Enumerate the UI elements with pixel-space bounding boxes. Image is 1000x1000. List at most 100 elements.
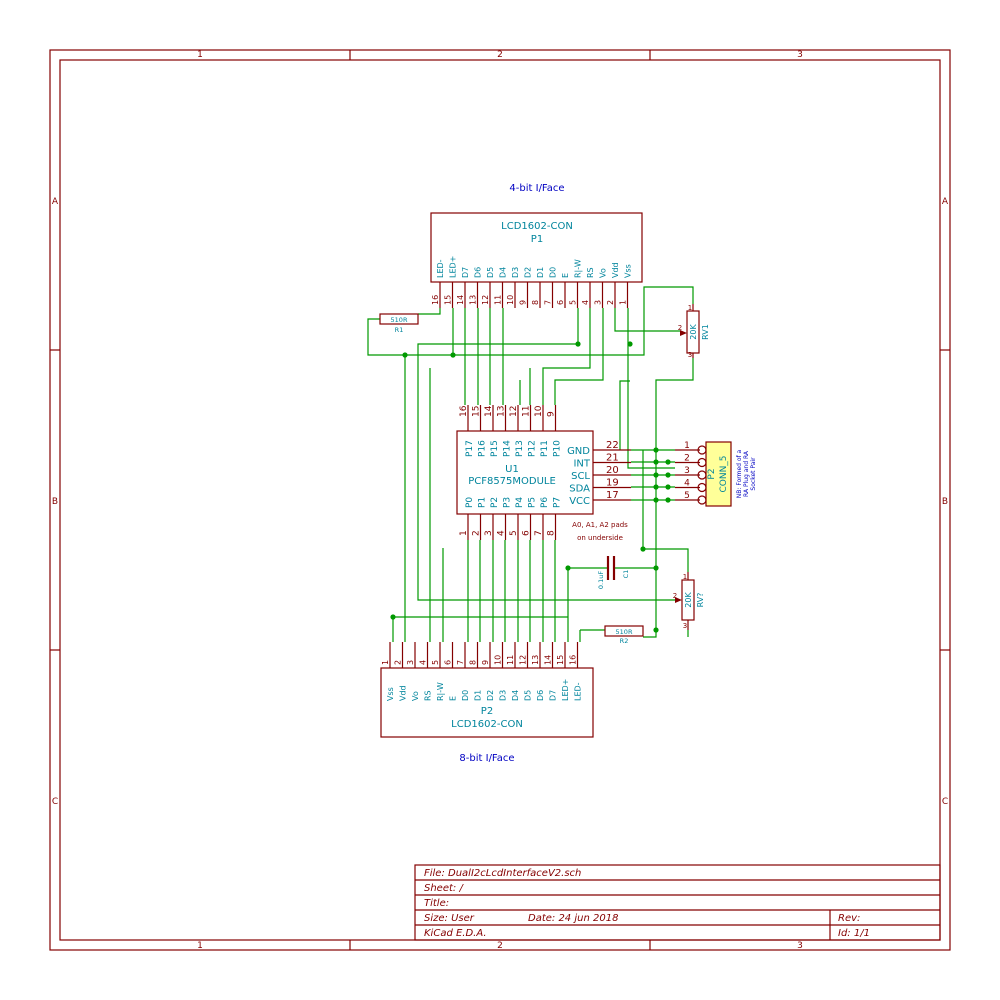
c1-value: 0.1uF [597,571,605,589]
zone-col-bottom-3: 3 [797,941,803,951]
junction-dot [653,627,659,633]
u1-bottom-pin-number: 1 [459,530,469,536]
wire [627,308,675,469]
zone-row-left-b: B [52,497,58,507]
wire [619,380,630,450]
zone-row-right-b: B [942,497,948,507]
potentiometer-rv2: 20K RV? 1 2 3 [673,572,705,630]
u1-right-pin-number: 21 [606,453,619,464]
heading-4bit: 4-bit I/Face [509,183,564,194]
p1-pin-name: D3 [511,267,520,278]
u1-value: PCF8575MODULE [468,476,556,487]
p1-pin-name: Vo [599,268,608,278]
u1-top-pin-number: 10 [534,405,544,417]
p1-pin-name: R|-W [574,259,583,278]
zone-row-right-c: C [942,797,948,807]
u1-bottom-pin-number: 8 [547,530,557,536]
junction-dot [665,459,671,465]
p1-pin-name: D0 [549,267,558,278]
conn5-pin-number: 1 [684,441,690,451]
conn5-pin-number: 3 [684,466,690,476]
p2-pins: 1Vss2Vdd3Vo4RS5R|-W6E7D08D19D210D311D412… [381,642,583,701]
lcd-connector-p1: LCD1602-CON P1 LED-16LED+15D714D613D512D… [430,212,643,308]
p2-pin-name: Vo [411,691,420,701]
p1-ref: P1 [531,234,543,245]
p1-pin-name: D6 [474,267,483,278]
p1-pin-number: 8 [531,300,540,305]
p2-pin-number: 7 [456,660,465,665]
zone-row-right-a: A [942,197,949,207]
u1-right-pin-number: 20 [606,465,619,476]
junction-dot [653,459,659,465]
u1-right-pin-name: SDA [569,484,590,495]
title-block-date: Date: 24 jun 2018 [528,913,618,924]
conn5-pin-number: 5 [684,491,690,501]
p2-pin-name: LED+ [561,679,570,701]
title-block-size: Size: User [424,913,475,924]
title-block-file: File: DualI2cLcdInterfaceV2.sch [424,868,581,879]
p1-pin-name: E [561,273,570,278]
rv1-pin2: 2 [678,324,682,332]
zone-col-bottom-1: 1 [197,941,203,951]
capacitor-c1: 0.1uF C1 [597,556,630,589]
p1-pin-name: RS [586,267,595,278]
p2-pin-name: D0 [461,690,470,701]
p2-pin-number: 10 [494,655,503,665]
u1-top-pin-name: P16 [478,440,488,457]
p1-pin-number: 9 [519,300,528,305]
u1-bottom-pin-number: 7 [534,530,544,536]
p1-pin-number: 12 [481,295,490,305]
p2-pin-name: LED- [574,682,583,701]
u1-bottom-pin-name: P5 [528,497,538,508]
junction-dot [627,341,633,347]
p2-pin-name: D6 [536,690,545,701]
u1-pins: 16P1715P1614P1513P1412P1311P1210P119P10P… [459,405,631,540]
r1-ref: R1 [395,326,404,334]
r1-value: 510R [391,316,408,324]
p2-pin-number: 16 [569,655,578,665]
p1-pin-number: 5 [569,300,578,305]
u1-bottom-pin-name: P6 [540,497,550,508]
p1-pin-name: Vss [624,264,633,278]
p1-pin-number: 4 [581,300,590,305]
p2-pin-number: 12 [519,655,528,665]
u1-top-pin-name: P10 [553,440,563,457]
p1-pin-number: 14 [456,295,465,305]
conn5-pin-number: 4 [684,479,690,489]
rv2-pin3: 3 [683,622,687,630]
wire [418,308,441,315]
wire [542,308,591,405]
u1-right-pin-name: SCL [571,471,590,482]
u1-ref: U1 [505,464,519,475]
u1-top-pin-name: P13 [515,440,525,457]
u1-bottom-pin-name: P7 [553,497,563,508]
p1-pin-name: Vdd [611,262,620,278]
u1-note-line2: on underside [577,534,623,542]
conn5-ref: P2 [707,468,717,479]
rv1-pin3: 3 [688,351,692,359]
wire [643,358,694,638]
u1-top-pin-number: 13 [497,406,507,417]
conn5-note-line1: NB: Formed of a [736,449,743,498]
p1-pin-number: 7 [544,300,553,305]
u1-bottom-pin-name: P0 [465,497,475,508]
wire [554,308,604,405]
conn5-pin-socket [697,457,707,468]
p2-body [380,667,594,738]
title-block-rev: Rev: [838,913,860,924]
junction-dot [653,484,659,490]
junctions [390,341,671,633]
u1-bottom-pin-name: P2 [490,497,500,508]
title-block-app: KiCad E.D.A. [424,928,487,939]
p1-pin-name: LED+ [449,256,458,278]
u1-bottom-pin-number: 5 [509,530,519,536]
frame-zone-labels: 1 2 3 1 2 3 A B C A B C [52,50,949,951]
r2-ref: R2 [620,637,629,645]
p2-pin-number: 2 [394,660,403,665]
u1-note-line1: A0, A1, A2 pads [572,521,628,529]
junction-dot [653,565,659,571]
u1-top-pin-number: 14 [484,405,494,417]
u1-top-pin-number: 15 [472,406,482,417]
